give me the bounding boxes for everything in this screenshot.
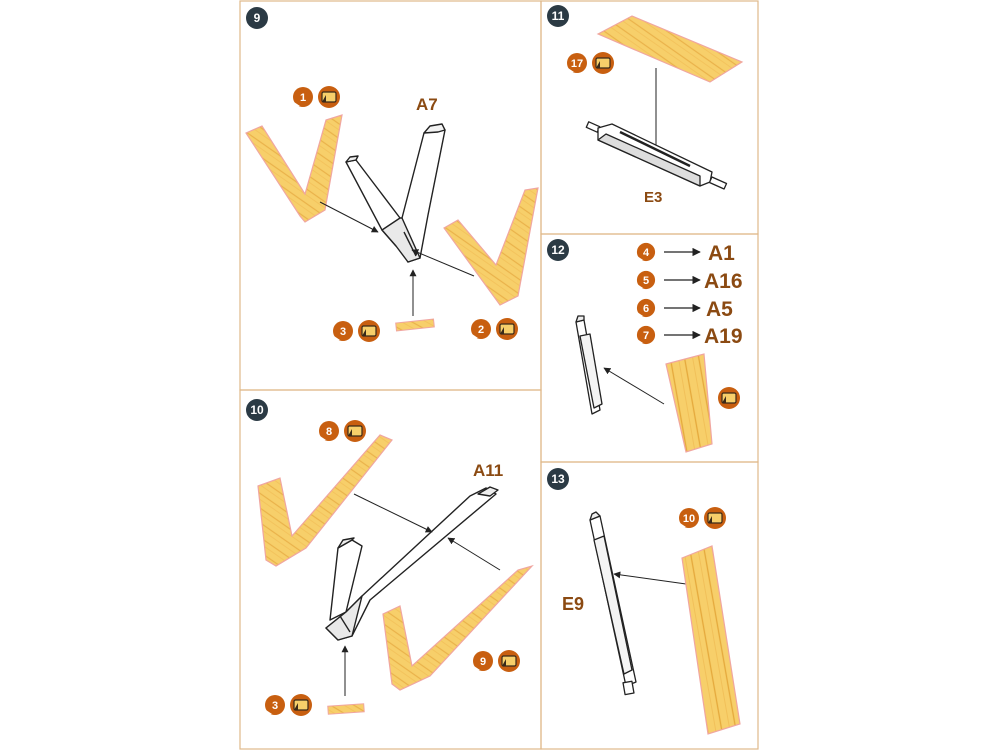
wood-veneer-icon bbox=[717, 386, 741, 410]
step-13-panel: 13 E9 10 bbox=[547, 468, 741, 735]
decal-mapping-row: 5 A16 bbox=[636, 270, 743, 293]
step-12-panel: 12 4 A1 5 A16 6 A5 7 A19 bbox=[547, 239, 743, 453]
svg-text:A19: A19 bbox=[704, 325, 743, 348]
wood-veneer-icon bbox=[703, 506, 727, 530]
step-10-panel: 10 A11 8 9 3 bbox=[246, 399, 534, 717]
wood-veneer-strip bbox=[395, 318, 435, 332]
decal-badge: 3 bbox=[265, 693, 313, 717]
decal-badge: 17 bbox=[567, 51, 615, 75]
part-a11 bbox=[325, 486, 499, 641]
svg-text:A5: A5 bbox=[706, 298, 733, 321]
part-label-e9: E9 bbox=[562, 594, 584, 614]
decal-badge: 10 bbox=[679, 506, 727, 530]
svg-text:3: 3 bbox=[340, 326, 346, 338]
svg-text:17: 17 bbox=[571, 58, 583, 70]
part-e9 bbox=[589, 511, 637, 696]
svg-text:6: 6 bbox=[643, 303, 649, 315]
step-number-badge bbox=[246, 7, 268, 29]
wood-veneer-icon bbox=[591, 51, 615, 75]
wood-veneer-left bbox=[257, 434, 393, 567]
wood-veneer-plank bbox=[596, 15, 744, 83]
wood-veneer-plank bbox=[665, 353, 713, 453]
strut-part bbox=[575, 315, 603, 415]
decal-mapping-row: 7 A19 bbox=[636, 325, 743, 348]
step-number-badge bbox=[547, 239, 569, 261]
part-label-a11: A11 bbox=[473, 461, 503, 480]
part-e3 bbox=[585, 121, 728, 190]
wood-veneer-icon bbox=[357, 319, 381, 343]
svg-text:10: 10 bbox=[683, 513, 695, 525]
step-number-badge bbox=[547, 5, 569, 27]
wood-veneer-plank bbox=[681, 545, 741, 735]
decal-badge: 3 bbox=[333, 319, 381, 343]
wood-veneer-right bbox=[443, 187, 539, 306]
arrow-icon bbox=[447, 537, 501, 571]
wood-veneer-right bbox=[382, 564, 534, 691]
step-number: 11 bbox=[552, 9, 565, 23]
decal-badge: 9 bbox=[473, 649, 521, 673]
decal-mapping-row: 6 A5 bbox=[636, 298, 733, 321]
panel-frames bbox=[239, 0, 759, 750]
decal-badge: 8 bbox=[319, 419, 367, 443]
arrow-icon bbox=[411, 249, 475, 277]
arrow-icon bbox=[353, 493, 433, 533]
decal-mapping-row: 4 A1 bbox=[636, 242, 735, 265]
arrow-icon bbox=[613, 571, 687, 585]
decal-badge: 2 bbox=[471, 317, 519, 341]
wood-veneer-icon bbox=[495, 317, 519, 341]
svg-text:3: 3 bbox=[272, 700, 278, 712]
wood-veneer-icon bbox=[289, 693, 313, 717]
step-number: 13 bbox=[551, 472, 565, 486]
step-number-badge bbox=[547, 468, 569, 490]
step-11-panel: 11 E3 17 bbox=[547, 5, 744, 206]
arrow-icon bbox=[319, 201, 379, 233]
wood-veneer-strip bbox=[327, 703, 365, 715]
step-number: 12 bbox=[551, 243, 565, 257]
part-a7 bbox=[345, 123, 446, 263]
wood-veneer-icon bbox=[317, 85, 341, 109]
step-number: 10 bbox=[250, 403, 264, 417]
part-label-a7: A7 bbox=[416, 95, 438, 114]
svg-text:4: 4 bbox=[643, 247, 650, 259]
svg-text:A16: A16 bbox=[704, 270, 743, 293]
wood-veneer-icon bbox=[497, 649, 521, 673]
svg-text:A1: A1 bbox=[708, 242, 735, 265]
decal-badge: 1 bbox=[293, 85, 341, 109]
svg-text:8: 8 bbox=[326, 426, 332, 438]
step-9-panel: 9 A7 1 2 3 bbox=[245, 7, 539, 343]
svg-text:1: 1 bbox=[300, 92, 306, 104]
svg-text:9: 9 bbox=[480, 656, 486, 668]
part-label-e3: E3 bbox=[644, 189, 662, 206]
step-number: 9 bbox=[254, 11, 261, 25]
step-number-badge bbox=[246, 399, 268, 421]
wood-veneer-left bbox=[245, 114, 343, 223]
svg-text:7: 7 bbox=[643, 330, 649, 342]
svg-text:5: 5 bbox=[643, 275, 649, 287]
svg-text:2: 2 bbox=[478, 324, 484, 336]
wood-veneer-icon bbox=[343, 419, 367, 443]
arrow-icon bbox=[603, 367, 665, 405]
